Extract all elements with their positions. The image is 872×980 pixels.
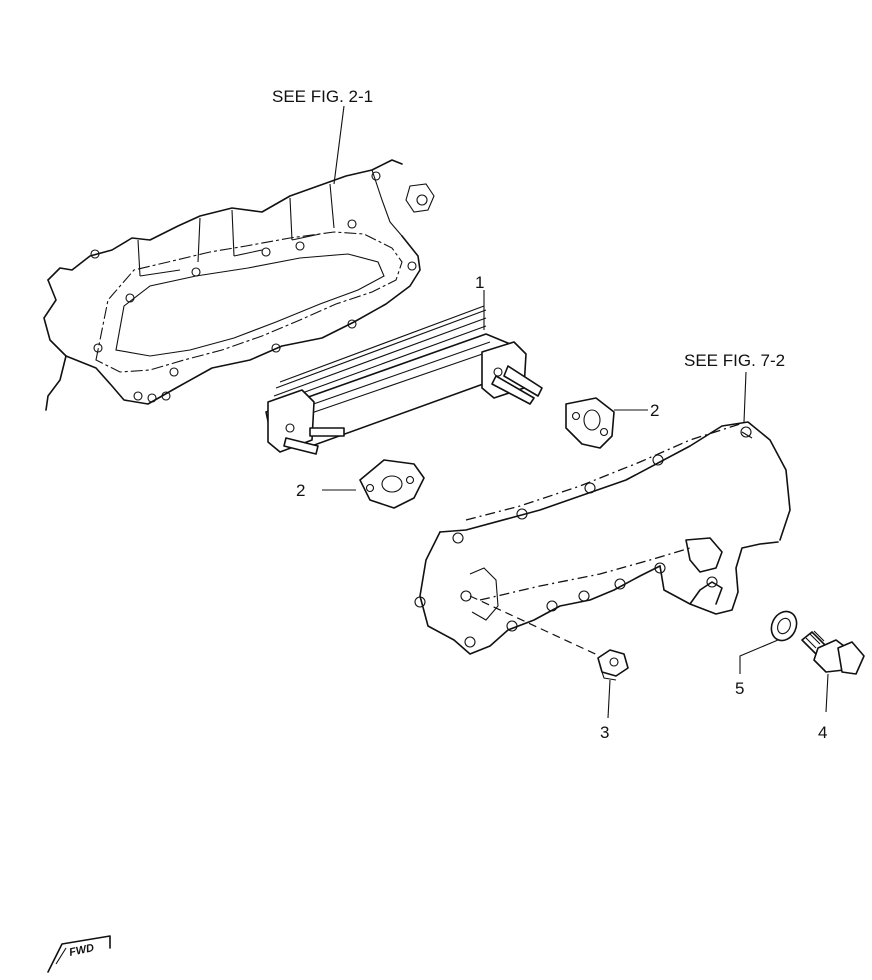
ref-exhaust-manifold: SEE FIG. 7-2 [684, 351, 785, 370]
cylinder-head-outline [43, 159, 435, 411]
callout-5: 5 [735, 679, 744, 698]
leader-callout-4 [825, 673, 829, 713]
callout-4: 4 [818, 723, 827, 742]
callout-1: 1 [475, 273, 484, 292]
nut [597, 649, 629, 681]
leader-fig-7-2 [743, 371, 747, 423]
washer [770, 610, 798, 642]
exhaust-manifold-outline [414, 421, 791, 655]
callout-2-left: 2 [296, 481, 305, 500]
gasket-right [565, 397, 615, 449]
callout-3: 3 [600, 723, 609, 742]
oil-cooler [265, 305, 543, 455]
gasket-left [359, 459, 425, 509]
ref-cylinder-head: SEE FIG. 2-1 [272, 87, 373, 106]
leader-callout-5 [739, 639, 779, 674]
assembly-line-nut [469, 595, 605, 659]
fwd-label: FWD [68, 942, 95, 959]
plug [801, 630, 865, 675]
leader-callout-3 [607, 679, 611, 719]
leader-fig-2-1 [333, 105, 345, 185]
callout-2-right: 2 [650, 401, 659, 420]
fwd-arrow-icon: FWD [47, 935, 111, 973]
